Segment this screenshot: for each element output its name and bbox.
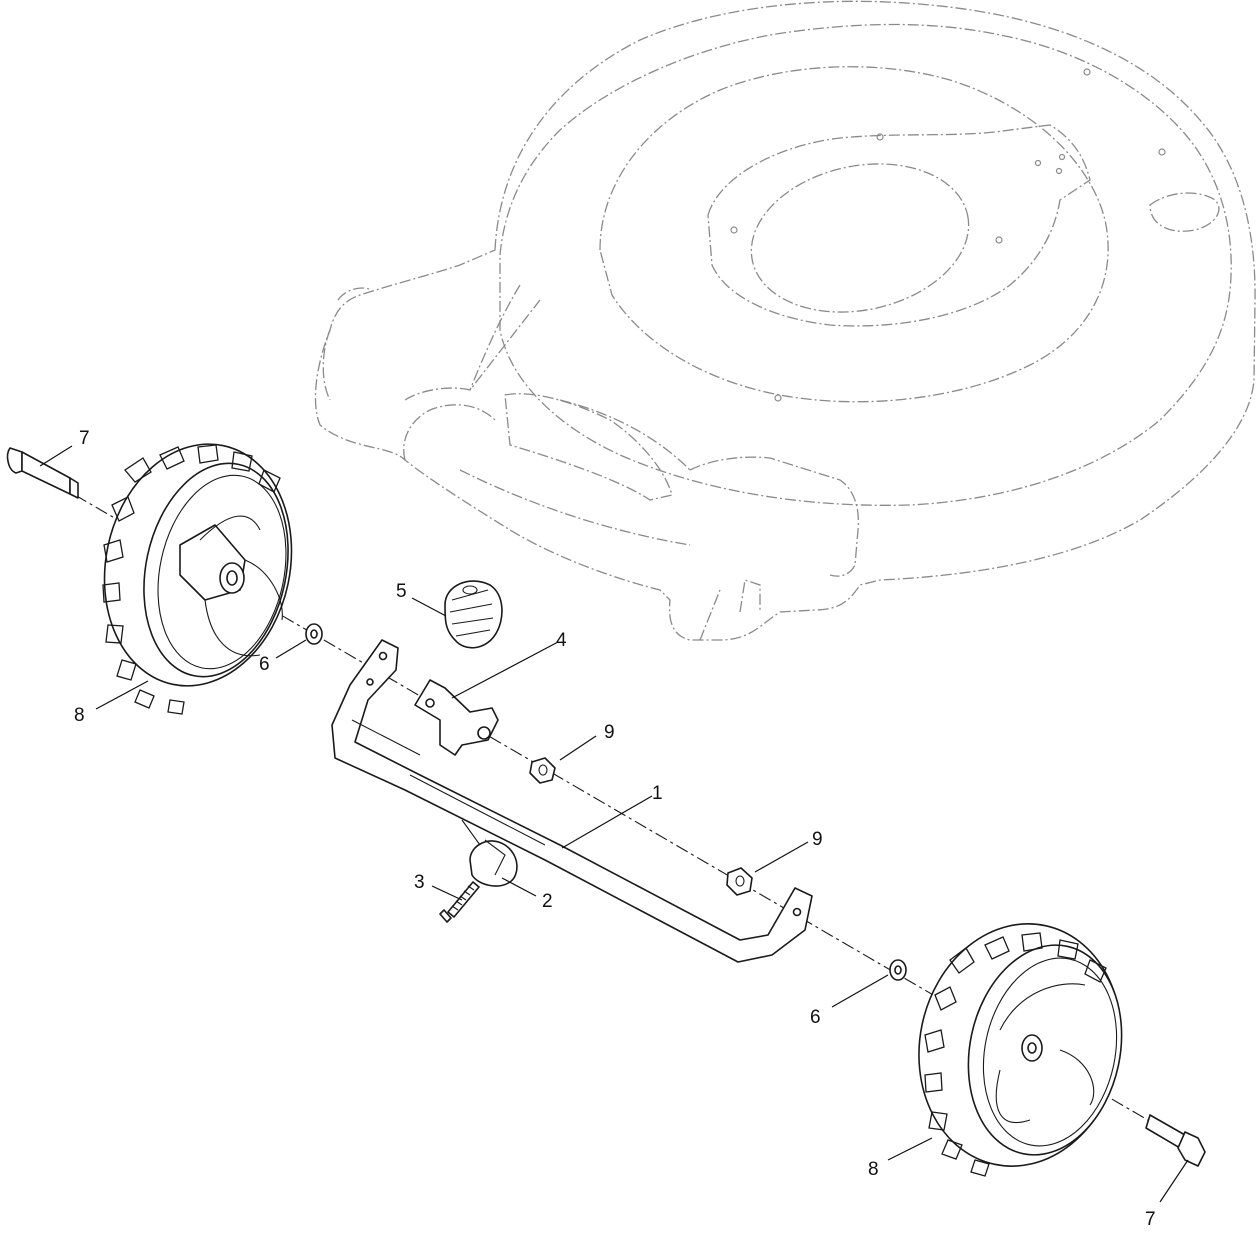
wheel-right [918, 923, 1123, 1177]
callout-8-left: 8 [74, 705, 85, 726]
nut-lower [726, 867, 753, 896]
callout-3: 3 [414, 872, 425, 893]
washer-right [889, 959, 907, 981]
callout-5: 5 [396, 581, 407, 602]
callout-6-left: 6 [259, 654, 270, 675]
leader-lines [39, 445, 1189, 1203]
screw [439, 881, 480, 923]
deck-mounting-holes [730, 68, 1166, 402]
adjuster-knob [444, 580, 503, 649]
mower-deck-outline [314, 0, 1256, 641]
callout-9-lower: 9 [812, 829, 823, 850]
callout-7-right: 7 [1145, 1209, 1156, 1230]
nut-upper [529, 757, 556, 784]
height-bracket [414, 679, 499, 756]
lever-clip [461, 819, 518, 887]
axle-rod [331, 639, 813, 963]
wheel-left-hub [179, 515, 283, 657]
callout-1: 1 [652, 783, 663, 804]
callout-7-left: 7 [79, 428, 90, 449]
washer-left [305, 623, 323, 645]
axle-pin-left [6, 447, 79, 499]
wheel-right-hub [995, 983, 1095, 1124]
wheel-left-tread [102, 444, 281, 715]
callout-9-upper: 9 [604, 722, 615, 743]
callout-labels: 7 5 6 4 8 9 1 9 3 2 6 8 7 [74, 428, 1156, 1230]
axle-pin-right [1145, 1114, 1206, 1167]
callout-4: 4 [556, 630, 567, 651]
callout-6-right: 6 [810, 1007, 821, 1028]
callout-2: 2 [542, 891, 553, 912]
wheel-right-tread [924, 932, 1107, 1177]
callout-8-right: 8 [868, 1159, 879, 1180]
wheel-left [102, 443, 293, 715]
